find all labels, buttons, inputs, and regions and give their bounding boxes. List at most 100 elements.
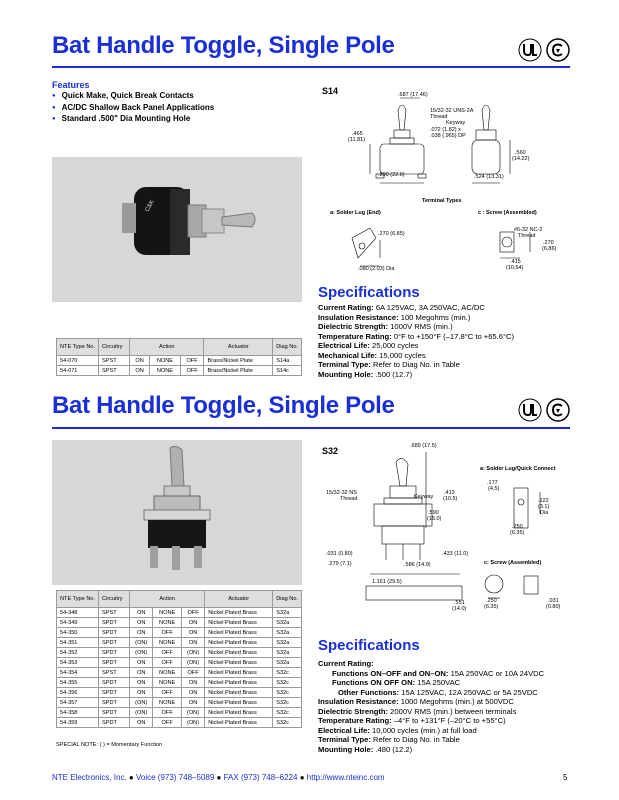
toggle-switch-photo-icon: C&K: [122, 187, 256, 255]
table-cell: 54-359: [55, 717, 100, 728]
diagram-label-s14: S14: [322, 86, 339, 96]
table-cell: ON: [180, 687, 206, 698]
table-cell: OFF: [152, 627, 182, 638]
s32-dim: .031 (0.80): [326, 551, 353, 557]
spec-label: Current Rating:: [318, 303, 374, 312]
table-cell: ON: [180, 627, 206, 638]
table-header: Diag No.: [272, 338, 302, 356]
table-cell: 54-071: [55, 365, 100, 376]
s14-term-dim: Thread: [518, 233, 536, 239]
table-cell: S32c: [272, 707, 302, 718]
s14-term-dim: .270 (6.85): [378, 231, 405, 237]
spec-value: Refer to Diag No. in Table: [373, 735, 460, 744]
table-cell: SPDT: [98, 657, 131, 668]
spec-value: 15A 125VAC, 12A 250VAC or 5A 25VDC: [401, 687, 538, 697]
s32-term-dim: (6.35): [484, 604, 499, 610]
table-cell: 54-357: [55, 697, 100, 708]
spec-label: Insulation Resistance:: [318, 312, 399, 322]
s14-term-dim: #6-32 NC-2: [514, 227, 543, 233]
table-header: Action: [129, 338, 205, 356]
svg-text:C&K: C&K: [145, 199, 156, 213]
spec-line: Dielectric Strength: 2000V RMS (min.) be…: [318, 707, 544, 717]
table-cell: (ON): [129, 697, 154, 708]
terminal-a-label: a: Solder Lug (End): [330, 210, 381, 216]
s32-term-dim: .250: [512, 524, 523, 530]
spec-label: Insulation Resistance:: [318, 697, 399, 706]
s32-dim: (14.0): [452, 606, 467, 612]
table-cell: (ON): [129, 637, 154, 648]
spec-value: 1000V RMS (min.): [390, 322, 453, 331]
s14-dim: 15/32-32 UNS-2A: [430, 108, 474, 114]
footer-bullet: ●: [299, 773, 305, 782]
table-cell: SPST: [98, 355, 131, 366]
spec-label: Current Rating:: [318, 659, 374, 668]
s14-terminal-drawing: [351, 227, 531, 267]
table-cell: Nickel Plated Brass: [204, 647, 274, 658]
table-cell: NONE: [152, 667, 182, 678]
s14-dim: .560: [515, 150, 526, 156]
table-cell: (ON): [180, 717, 206, 728]
feature-item: Standard .500" Dia Mounting Hole: [52, 114, 214, 126]
spec-label: Other Functions:: [338, 687, 400, 697]
s32-dim: Keyway: [414, 494, 434, 500]
s32-dim: .551: [454, 600, 465, 606]
spec-value: .500 (12.7): [375, 369, 413, 379]
table-cell: OFF: [152, 707, 182, 718]
feature-item: AC/DC Shallow Back Panel Applications: [52, 103, 215, 115]
table-cell: NONE: [152, 637, 182, 648]
spec-line: Insulation Resistance: 1000 Megohms (min…: [318, 697, 544, 707]
table-cell: SPST: [98, 607, 131, 618]
s14-term-dim: .270: [543, 240, 554, 246]
table-cell: 54-355: [55, 677, 100, 688]
specs-list-2: Current Rating: Functions ON–OFF and ON–…: [318, 659, 544, 754]
table-header: Diag No.: [272, 590, 302, 608]
s14-term-dim: .080 (2.03) Dia: [358, 266, 395, 272]
table-cell: ON: [129, 677, 154, 688]
table-cell: 54-351: [55, 637, 100, 648]
table-cell: Nickel Plated Brass: [204, 687, 274, 698]
table-cell: ON: [129, 365, 151, 376]
table-cell: SPDT: [98, 677, 131, 688]
s32-dim: (10.5): [443, 496, 458, 502]
table-cell: SPST: [98, 365, 131, 376]
table-cell: ON: [129, 687, 154, 698]
table-cell: ON: [129, 617, 154, 628]
section1-rule: [52, 66, 570, 68]
table-cell: 54-348: [55, 607, 100, 618]
table-cell: S14c: [272, 365, 302, 376]
table-cell: S32c: [272, 667, 302, 678]
table-cell: Nickel Plated Brass: [204, 617, 274, 628]
spec-line: Terminal Type: Refer to Diag No. in Tabl…: [318, 360, 514, 370]
table-header-row: NTE Type No. Circuitry Action Actuator D…: [55, 338, 302, 356]
table-cell: Nickel Plated Brass: [204, 677, 274, 688]
table-cell: NONE: [152, 697, 182, 708]
spec-line: Mounting Hole: .500 (12.7): [318, 370, 514, 380]
table-cell: S32a: [272, 627, 302, 638]
table-header: Actuator: [204, 590, 274, 608]
table-cell: 54-349: [55, 617, 100, 628]
section2-rule: [52, 427, 570, 429]
table-cell: OFF: [152, 647, 182, 658]
table-cell: ON: [180, 697, 206, 708]
spec-line: Electrical Life: 10,000 cycles (min.) at…: [318, 726, 544, 736]
table-cell: Nickel Plated Brass: [204, 627, 274, 638]
table-cell: 54-353: [55, 657, 100, 668]
s32-terminal-a-drawing: [513, 487, 541, 529]
terminal-c-label-s32: c: Screw (Assembled): [484, 560, 542, 566]
terminal-c-label: c : Screw (Assembled): [478, 210, 537, 216]
table-cell: (ON): [180, 707, 206, 718]
csa-logo-icon: [546, 38, 570, 62]
table-cell: ON: [129, 717, 154, 728]
features-list: Quick Make, Quick Break Contacts AC/DC S…: [52, 91, 215, 126]
footer-website-link[interactable]: http://www.nteinc.com: [306, 773, 385, 782]
table-cell: Brass/Nickel Plate: [203, 355, 274, 366]
table-cell: NONE: [152, 617, 182, 628]
table-cell: (ON): [180, 647, 206, 658]
s32-dim: 15/32-32 NS: [326, 490, 357, 496]
